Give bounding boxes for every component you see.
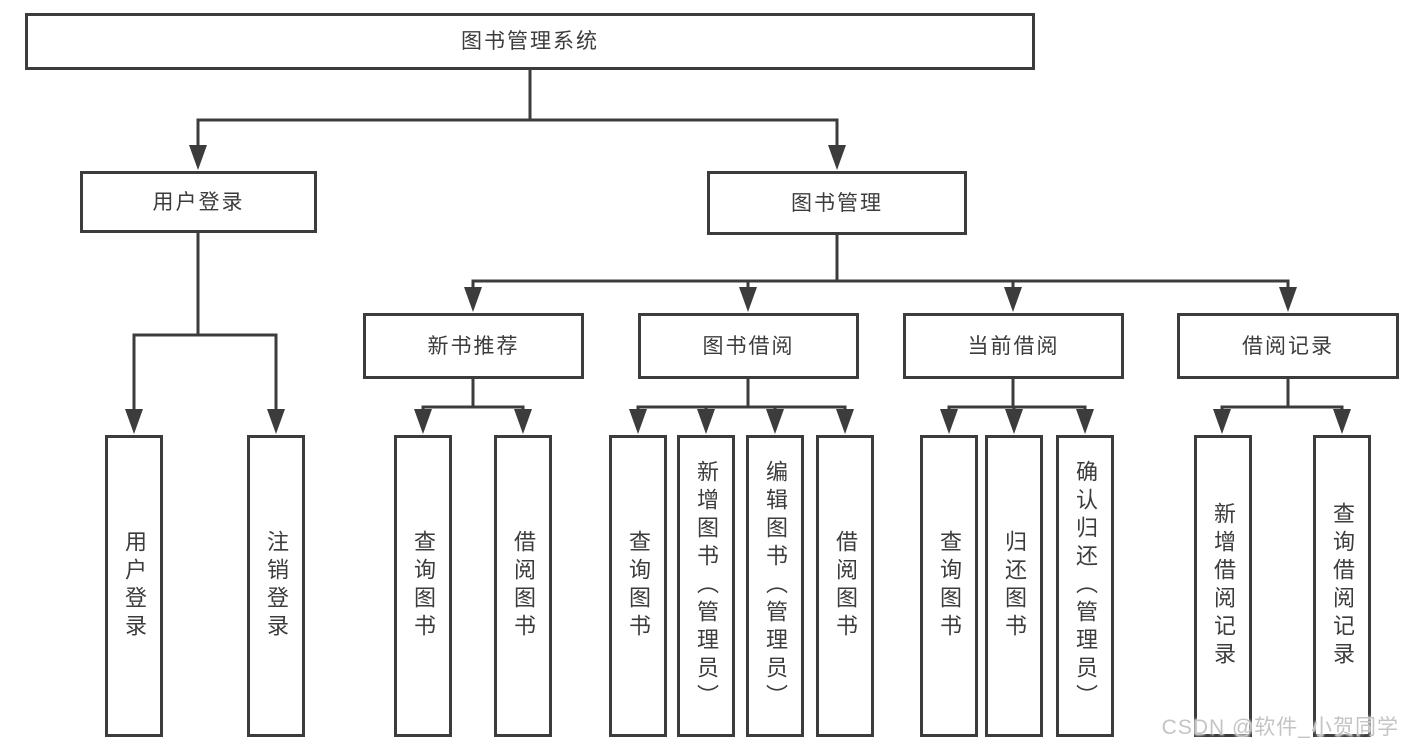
arrowhead-icon bbox=[828, 145, 846, 170]
node-label: 当前借阅 bbox=[967, 334, 1060, 358]
arrowhead-icon bbox=[1005, 409, 1023, 434]
node-leaf-add-record: 新增借阅记录 bbox=[1194, 435, 1252, 737]
node-label: 查询图书 bbox=[626, 530, 651, 642]
node-label: 查询图书 bbox=[411, 530, 436, 642]
node-leaf-query-book-1: 查询图书 bbox=[394, 435, 452, 737]
node-label: 图书借阅 bbox=[702, 334, 795, 358]
node-book-borrow: 图书借阅 bbox=[638, 313, 859, 379]
arrowhead-icon bbox=[189, 145, 207, 170]
node-leaf-user-login: 用户登录 bbox=[105, 435, 163, 737]
node-label: 新书推荐 bbox=[427, 334, 520, 358]
arrowhead-icon bbox=[739, 287, 757, 312]
arrowhead-icon bbox=[464, 287, 482, 312]
arrowhead-icon bbox=[1213, 409, 1231, 434]
node-label: 编辑图书（管理员） bbox=[763, 460, 788, 712]
node-label: 新增借阅记录 bbox=[1211, 502, 1236, 670]
node-label: 用户登录 bbox=[122, 530, 147, 642]
node-leaf-add-book: 新增图书（管理员） bbox=[677, 435, 735, 737]
arrowhead-icon bbox=[414, 409, 432, 434]
node-leaf-query-record: 查询借阅记录 bbox=[1313, 435, 1371, 737]
arrowhead-icon bbox=[267, 409, 285, 434]
arrowhead-icon bbox=[766, 409, 784, 434]
node-current-borrow: 当前借阅 bbox=[903, 313, 1124, 379]
arrowhead-icon bbox=[1004, 287, 1022, 312]
node-label: 借阅图书 bbox=[833, 530, 858, 642]
node-label: 用户登录 bbox=[152, 190, 245, 214]
node-leaf-edit-book: 编辑图书（管理员） bbox=[746, 435, 804, 737]
node-leaf-return-book: 归还图书 bbox=[985, 435, 1043, 737]
arrowhead-icon bbox=[1333, 409, 1351, 434]
node-new-book-rec: 新书推荐 bbox=[363, 313, 584, 379]
node-label: 归还图书 bbox=[1002, 530, 1027, 642]
arrowhead-icon bbox=[125, 409, 143, 434]
node-leaf-query-book-3: 查询图书 bbox=[920, 435, 978, 737]
arrowhead-icon bbox=[1279, 287, 1297, 312]
watermark: CSDN @软件_小贺同学 bbox=[1161, 716, 1399, 739]
node-label: 确认归还（管理员） bbox=[1073, 460, 1098, 712]
arrowhead-icon bbox=[1076, 409, 1094, 434]
node-leaf-confirm-return: 确认归还（管理员） bbox=[1056, 435, 1114, 737]
node-leaf-logout: 注销登录 bbox=[247, 435, 305, 737]
arrowhead-icon bbox=[836, 409, 854, 434]
node-leaf-borrow-book-1: 借阅图书 bbox=[494, 435, 552, 737]
node-root: 图书管理系统 bbox=[25, 13, 1035, 70]
node-label: 图书管理系统 bbox=[461, 30, 599, 53]
arrowhead-icon bbox=[940, 409, 958, 434]
node-label: 查询借阅记录 bbox=[1330, 502, 1355, 670]
node-leaf-query-book-2: 查询图书 bbox=[609, 435, 667, 737]
node-label: 新增图书（管理员） bbox=[694, 460, 719, 712]
node-book-mgmt: 图书管理 bbox=[707, 171, 967, 235]
node-label: 注销登录 bbox=[264, 530, 289, 642]
node-label: 借阅图书 bbox=[511, 530, 536, 642]
node-user-login: 用户登录 bbox=[80, 171, 317, 233]
arrowhead-icon bbox=[697, 409, 715, 434]
node-label: 借阅记录 bbox=[1242, 334, 1334, 358]
arrowhead-icon bbox=[629, 409, 647, 434]
arrowhead-icon bbox=[514, 409, 532, 434]
node-label: 图书管理 bbox=[791, 191, 883, 215]
node-borrow-records: 借阅记录 bbox=[1177, 313, 1399, 379]
node-label: 查询图书 bbox=[937, 530, 962, 642]
node-leaf-borrow-book-2: 借阅图书 bbox=[816, 435, 874, 737]
